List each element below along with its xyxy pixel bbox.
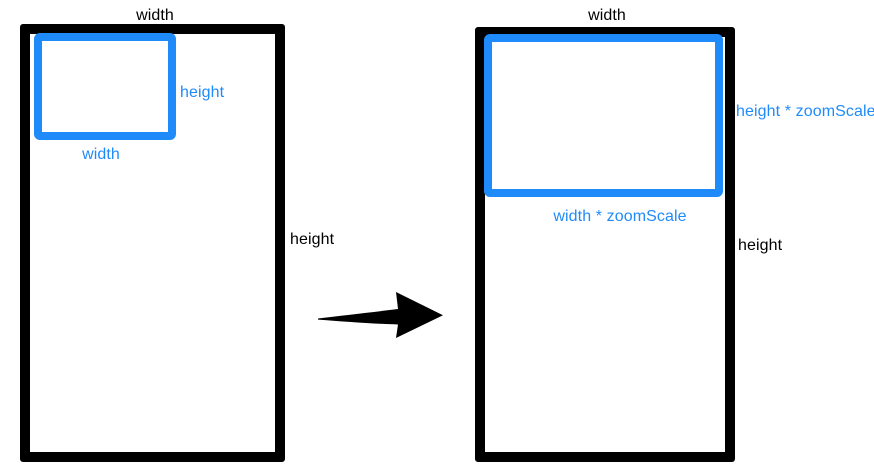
left-viewport-width-label: width xyxy=(82,146,120,163)
left-viewport-box xyxy=(34,33,176,140)
right-viewport-height-label: height * zoomScale xyxy=(736,103,874,120)
right-viewport-box xyxy=(484,34,723,197)
left-viewport-height-label: height xyxy=(180,84,225,101)
right-viewport-width-label: width * zoomScale xyxy=(553,208,687,225)
right-frame-width-label: width xyxy=(588,7,626,24)
left-frame-width-label: width xyxy=(136,7,174,24)
right-frame-height-label: height xyxy=(738,237,783,254)
left-frame-height-label: height xyxy=(290,231,335,248)
right-arrow-icon xyxy=(312,284,448,346)
